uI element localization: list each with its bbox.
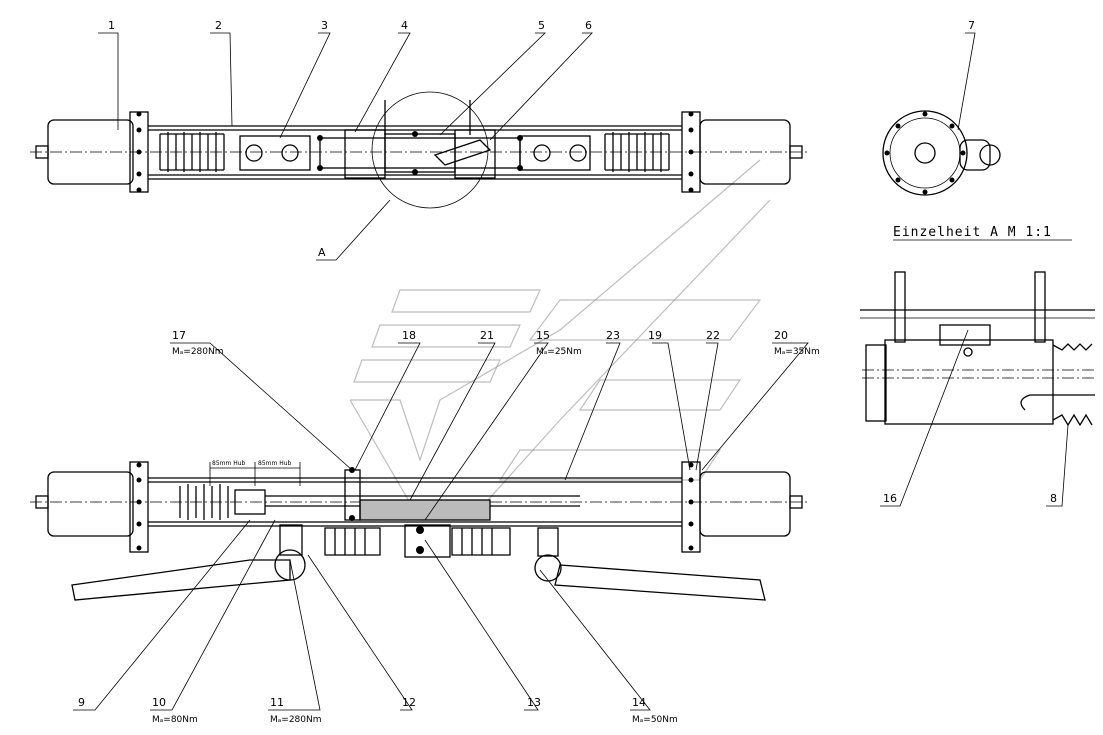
part-1-label: 1 (108, 19, 115, 32)
bottom-view (30, 461, 810, 601)
part-9-label: 9 (78, 696, 85, 709)
top-view (30, 91, 810, 209)
part-23-label: 23 (606, 329, 620, 342)
part-7-label: 7 (968, 19, 975, 32)
end-view (882, 110, 1001, 196)
stroke-left-label: 85mm Hub (212, 460, 246, 467)
detail-a-view (860, 271, 1095, 427)
torque-10: Mₐ=80Nm (152, 715, 198, 725)
torque-11: Mₐ=280Nm (270, 715, 322, 725)
leader-lines (73, 32, 1069, 711)
part-8-label: 8 (1050, 492, 1057, 505)
part-labels: 1 2 3 4 5 6 7 8 9 10 11 12 13 14 15 16 1… (78, 19, 1072, 725)
part-13-label: 13 (527, 696, 541, 709)
part-5-label: 5 (538, 19, 545, 32)
part-21-label: 21 (480, 329, 494, 342)
part-14-label: 14 (632, 696, 646, 709)
detail-marker-a: A (318, 246, 326, 259)
part-3-label: 3 (321, 19, 328, 32)
torque-15: Mₐ=25Nm (536, 347, 582, 357)
part-10-label: 10 (152, 696, 166, 709)
torque-20: Mₐ=35Nm (774, 347, 820, 357)
part-12-label: 12 (402, 696, 416, 709)
part-2-label: 2 (215, 19, 222, 32)
part-19-label: 19 (648, 329, 662, 342)
part-6-label: 6 (585, 19, 592, 32)
part-18-label: 18 (402, 329, 416, 342)
part-16-label: 16 (883, 492, 897, 505)
part-15-label: 15 (536, 329, 550, 342)
part-17-label: 17 (172, 329, 186, 342)
torque-17: Mₐ=280Nm (172, 347, 224, 357)
part-20-label: 20 (774, 329, 788, 342)
part-4-label: 4 (401, 19, 408, 32)
detail-a-title: Einzelheit A M 1:1 (893, 225, 1052, 240)
part-11-label: 11 (270, 696, 284, 709)
stroke-right-label: 85mm Hub (258, 460, 292, 467)
part-22-label: 22 (706, 329, 720, 342)
torque-14: Mₐ=50Nm (632, 715, 678, 725)
